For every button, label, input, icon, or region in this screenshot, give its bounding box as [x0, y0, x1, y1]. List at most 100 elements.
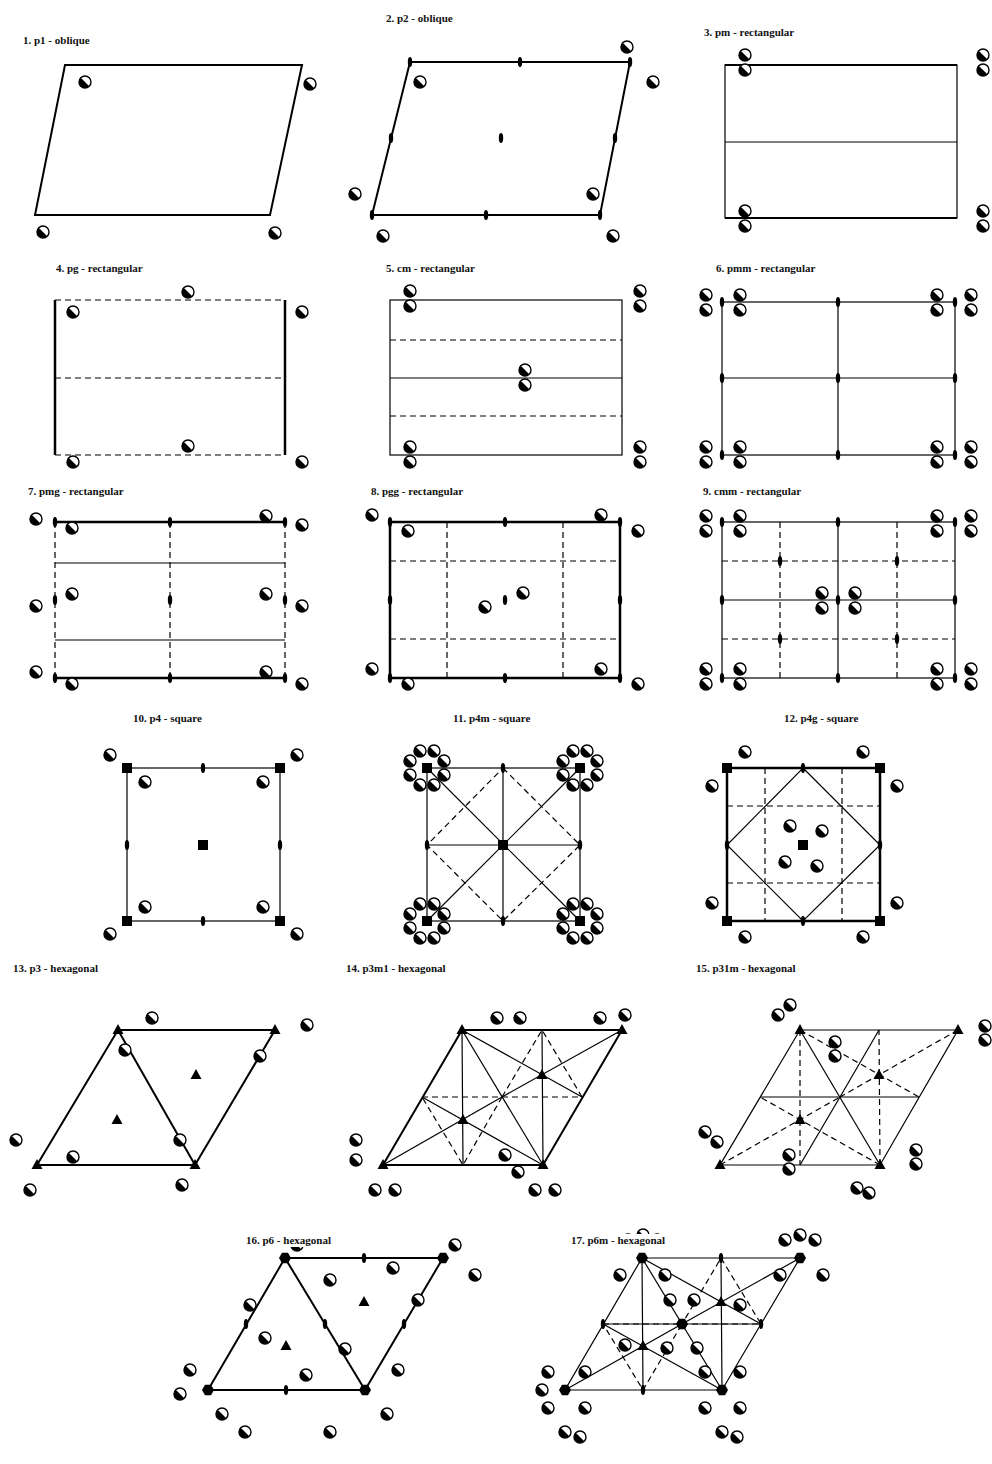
symmetry-symbol: [484, 210, 488, 220]
symmetry-line: [779, 522, 780, 678]
symmetry-symbol: [260, 666, 272, 678]
symmetry-symbol: [739, 64, 751, 76]
symmetry-symbol: [795, 1024, 806, 1034]
symmetry-symbol: [168, 595, 172, 605]
p3-cell: [37, 1030, 275, 1165]
symmetry-line: [840, 1030, 958, 1097]
symmetry-symbol: [779, 1234, 791, 1246]
symmetry-symbol: [517, 587, 529, 599]
symmetry-symbol: [953, 450, 957, 460]
symmetry-symbol: [700, 510, 712, 522]
symmetry-symbol: [10, 1134, 22, 1146]
cell-outline: [603, 1258, 761, 1390]
symmetry-symbol: [759, 1319, 763, 1329]
symmetry-symbol: [479, 601, 491, 613]
symmetry-symbol: [619, 1009, 631, 1021]
cell-outline: [427, 768, 580, 921]
cell-outline: [720, 1030, 958, 1165]
symmetry-symbol: [557, 922, 569, 934]
symmetry-symbol: [816, 825, 828, 837]
symmetry-symbol: [514, 1012, 526, 1024]
symmetry-symbol: [538, 1159, 549, 1169]
symmetry-symbol: [739, 931, 751, 943]
symmetry-symbol: [557, 755, 569, 767]
symmetry-symbol: [32, 1159, 43, 1169]
symmetry-line: [764, 768, 765, 921]
symmetry-symbol: [798, 840, 808, 850]
symmetry-symbol: [965, 304, 977, 316]
symmetry-symbol: [628, 57, 632, 67]
symmetry-symbol: [794, 1253, 806, 1263]
symmetry-symbol: [875, 763, 885, 773]
symmetry-symbol: [281, 1340, 292, 1350]
symmetry-symbol: [122, 916, 132, 926]
cell-outline: [727, 768, 880, 921]
symmetry-symbol: [139, 901, 151, 913]
symmetry-line: [682, 1258, 800, 1324]
symmetry-symbol: [581, 745, 593, 757]
cell-outline: [390, 522, 620, 678]
symmetry-symbol: [402, 1319, 406, 1329]
symmetry-symbol: [24, 1184, 36, 1196]
symmetry-symbol: [113, 1024, 124, 1034]
symmetry-symbol: [350, 1134, 362, 1146]
symmetry-symbol: [567, 745, 579, 757]
symmetry-symbol: [104, 749, 116, 761]
cell-outline: [722, 522, 955, 678]
symmetry-symbol: [324, 1274, 336, 1286]
symmetry-symbol: [716, 1296, 727, 1306]
symmetry-symbol: [366, 509, 378, 521]
symmetry-symbol: [849, 602, 861, 614]
symmetry-symbol: [557, 769, 569, 781]
symmetry-symbol: [594, 1012, 606, 1024]
cell-outline: [603, 1324, 682, 1390]
symmetry-symbol: [931, 456, 943, 468]
symmetry-symbol: [614, 1269, 626, 1281]
symmetry-symbol: [641, 1385, 645, 1395]
symmetry-symbol: [595, 663, 607, 675]
symmetry-symbol: [816, 602, 828, 614]
symmetry-symbol: [591, 769, 603, 781]
symmetry-symbol: [931, 663, 943, 675]
symmetry-symbol: [613, 133, 617, 143]
symmetry-symbol: [499, 1149, 511, 1161]
symmetry-symbol: [536, 1384, 548, 1396]
symmetry-symbol: [977, 220, 989, 232]
symmetry-symbol: [700, 289, 712, 301]
symmetry-symbol: [260, 510, 272, 522]
symmetry-line: [603, 1324, 722, 1390]
symmetry-symbol: [778, 634, 782, 644]
symmetry-symbol: [619, 1339, 631, 1351]
symmetry-symbol: [168, 673, 172, 683]
symmetry-symbol: [878, 840, 882, 850]
symmetry-symbol: [716, 1385, 728, 1395]
group-title: 17. p6m - hexagonal: [570, 1234, 666, 1247]
symmetry-symbol: [296, 519, 308, 531]
symmetry-symbol: [931, 510, 943, 522]
symmetry-symbol: [139, 776, 151, 788]
symmetry-symbol: [953, 595, 957, 605]
cell-outline: [390, 300, 622, 455]
symmetry-symbol: [965, 510, 977, 522]
symmetry-symbol: [125, 840, 129, 850]
symmetry-symbol: [542, 1402, 554, 1414]
symmetry-symbol: [567, 932, 579, 944]
symmetry-symbol: [559, 1426, 571, 1438]
symmetry-symbol: [953, 517, 957, 527]
symmetry-symbol: [931, 289, 943, 301]
symmetry-symbol: [581, 898, 593, 910]
symmetry-symbol: [283, 595, 287, 605]
symmetry-symbol: [607, 230, 619, 242]
symmetry-symbol: [350, 1154, 362, 1166]
symmetry-symbol: [699, 1366, 711, 1378]
symmetry-symbol: [469, 1269, 481, 1281]
symmetry-symbol: [720, 517, 724, 527]
symmetry-symbol: [283, 517, 287, 527]
symmetry-line: [727, 882, 880, 883]
symmetry-symbol: [567, 898, 579, 910]
symmetry-symbol: [300, 1369, 312, 1381]
symmetry-line: [727, 805, 880, 806]
group-title: 13. p3 - hexagonal: [12, 962, 99, 975]
symmetry-symbol: [734, 456, 746, 468]
symmetry-symbol: [811, 860, 823, 872]
